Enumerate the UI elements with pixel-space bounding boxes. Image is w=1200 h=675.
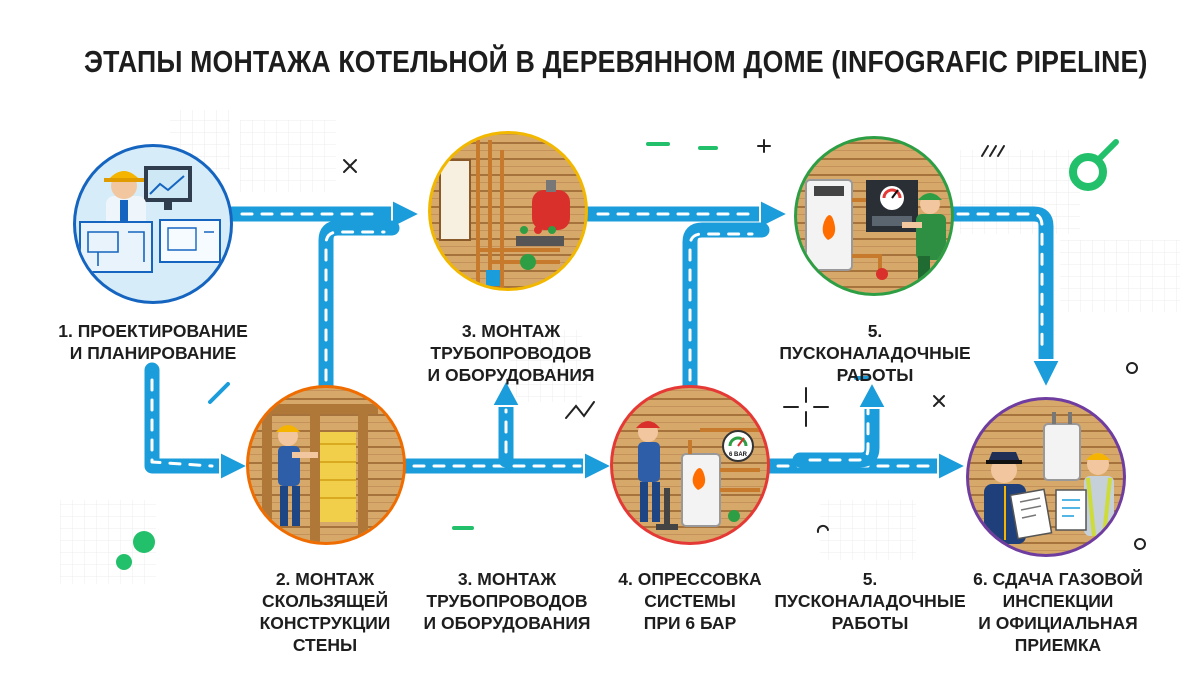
pipe-3-to-5 (580, 199, 789, 229)
pipe-4-to-5 (682, 222, 770, 396)
step-1-circle (73, 144, 233, 304)
step-1-label: 1. ПРОЕКТИРОВАНИЕ И ПЛАНИРОВАНИЕ (58, 321, 248, 363)
worker-wall-frame-icon (249, 388, 403, 542)
step-4-label: 4. ОПРЕССОВКА СИСТЕМЫ ПРИ 6 БАР (618, 569, 762, 633)
pipe-connectors (144, 199, 1061, 481)
step-2-label: 2. МОНТАЖ СКОЛЬЗЯЩЕЙ КОНСТРУКЦИИ СТЕНЫ (259, 569, 391, 655)
green-circle-decor (116, 139, 1119, 570)
step-6-circle (966, 397, 1126, 557)
pipe-2-to-4 (396, 451, 613, 481)
gauge-label: 6 BAR (729, 452, 748, 458)
step-5-circle (794, 136, 954, 296)
pipes-expansion-tank-icon (431, 134, 585, 288)
background-grid-decor (60, 110, 1180, 584)
decorative-marks (208, 139, 1146, 550)
engineer-with-blueprint-icon (76, 147, 230, 301)
boiler-commissioning-icon (797, 139, 951, 293)
pipe-5-to-6 (942, 206, 1061, 389)
page-title: ЭТАПЫ МОНТАЖА КОТЕЛЬНОЙ В ДЕРЕВЯННОМ ДОМ… (84, 44, 1148, 79)
step-5-bottom-label: 5. ПУСКОНАЛАДОЧНЫЕ РАБОТЫ (774, 569, 966, 633)
step-3-bottom-label: 3. МОНТАЖ ТРУБОПРОВОДОВ И ОБОРУДОВАНИЯ (423, 569, 591, 633)
step-6-label: 6. СДАЧА ГАЗОВОЙ ИНСПЕКЦИИ И ОФИЦИАЛЬНАЯ… (973, 569, 1143, 655)
pipe-1-to-2 (144, 362, 249, 481)
step-2-circle (246, 385, 406, 545)
pipe-1-to-3 (224, 199, 421, 229)
pipe-branch-up-to-step5 (792, 381, 887, 468)
pipe-2-to-3 (318, 220, 400, 396)
pressure-test-pump-icon: 6 BAR (613, 388, 767, 542)
step-5-label: 5. ПУСКОНАЛАДОЧНЫЕ РАБОТЫ (779, 321, 971, 385)
pipe-branch-up-to-step3 (491, 379, 521, 468)
inspector-acceptance-icon (969, 400, 1123, 554)
step-4-circle: 6 BAR (610, 385, 770, 545)
step-3-circle (428, 131, 588, 291)
step-3-label: 3. МОНТАЖ ТРУБОПРОВОДОВ И ОБОРУДОВАНИЯ (427, 321, 595, 385)
